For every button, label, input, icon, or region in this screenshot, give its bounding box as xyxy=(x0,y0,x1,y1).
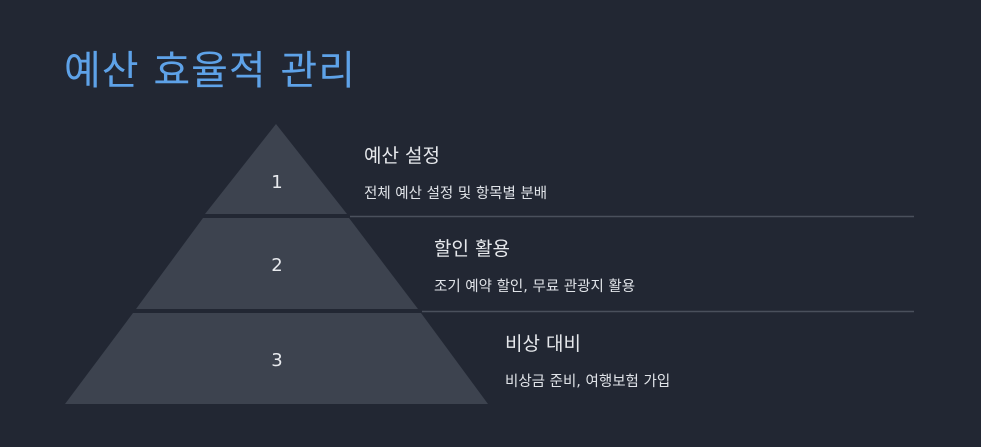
step-1-heading: 예산 설정 xyxy=(364,145,440,167)
pyramid-tier-3 xyxy=(65,313,488,404)
step-3-heading: 비상 대비 xyxy=(505,333,581,355)
step-3-description: 비상금 준비, 여행보험 가입 xyxy=(505,374,671,390)
step-2-heading: 할인 활용 xyxy=(434,238,510,260)
tier-2-number: 2 xyxy=(271,255,282,276)
page-title: 예산 효율적 관리 xyxy=(64,48,357,94)
step-2-description: 조기 예약 할인, 무료 관광지 활용 xyxy=(434,279,636,295)
pyramid-tier-2 xyxy=(136,218,418,309)
step-3: 비상 대비 비상금 준비, 여행보험 가입 xyxy=(505,329,670,391)
tier-1-number: 1 xyxy=(271,172,282,193)
step-1: 예산 설정 전체 예산 설정 및 항목별 분배 xyxy=(364,141,547,203)
step-2: 할인 활용 조기 예약 할인, 무료 관광지 활용 xyxy=(434,234,635,296)
tier-3-number: 3 xyxy=(271,350,282,371)
step-1-description: 전체 예산 설정 및 항목별 분배 xyxy=(364,186,548,202)
pyramid-tier-1 xyxy=(205,124,347,214)
